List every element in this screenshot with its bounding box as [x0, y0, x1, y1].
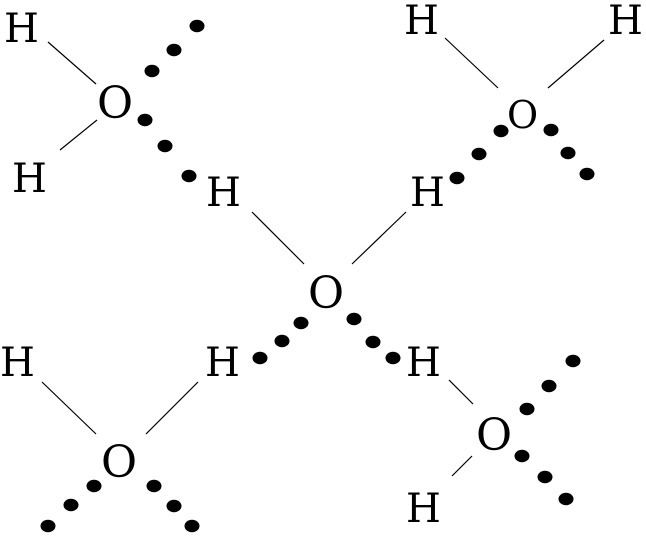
lone-pair-dot	[449, 171, 465, 185]
lone-pair-dot	[541, 379, 557, 393]
lone-pair-bl-left	[40, 479, 102, 533]
lone-pair-tl-lower	[137, 113, 197, 183]
lone-pair-tl-upper	[144, 19, 205, 78]
lone-pair-dot	[40, 519, 56, 533]
atom-o-bottom-left: O	[101, 437, 137, 488]
lone-pair-dot	[274, 334, 290, 348]
bond-center-right	[351, 211, 407, 265]
bond-tl-lower	[59, 119, 98, 151]
atom-h-center-right: H	[410, 170, 445, 216]
bond-tl-upper	[47, 41, 97, 85]
lone-pair-dot	[537, 470, 553, 484]
lone-pair-dot	[565, 354, 581, 368]
lone-pair-br-lower	[514, 449, 574, 506]
molecule-center: H H O	[206, 170, 445, 365]
lone-pair-br-upper	[519, 354, 581, 416]
atom-h-bl-left: H	[0, 340, 35, 386]
lone-pair-dot	[543, 123, 559, 137]
atom-h-bl-right: H	[205, 340, 240, 386]
atom-h-tl-lower: H	[12, 156, 47, 202]
lone-pair-dot	[560, 146, 576, 160]
lone-pair-dot	[86, 479, 102, 493]
bond-center-left	[251, 211, 305, 265]
molecule-bottom-right: H H O	[406, 340, 581, 532]
atom-h-tr-right: H	[608, 0, 643, 44]
atom-h-br-upper: H	[406, 340, 441, 386]
atom-h-tr-left: H	[404, 0, 439, 44]
lone-pair-tr-left	[449, 124, 509, 185]
lone-pair-dot	[252, 351, 268, 365]
lone-pair-dot	[471, 147, 487, 161]
lone-pair-dot	[558, 492, 574, 506]
lone-pair-dot	[144, 64, 160, 78]
lone-pair-dot	[63, 498, 79, 512]
lone-pair-dot	[519, 402, 535, 416]
lone-pair-center-left	[252, 316, 309, 365]
lone-pair-dot	[293, 316, 309, 330]
lone-pair-dot	[157, 139, 173, 153]
bond-br-lower	[451, 455, 473, 477]
lone-pair-dot	[184, 519, 200, 533]
atom-o-top-left: O	[97, 78, 133, 129]
lone-pair-dot	[493, 124, 509, 138]
lone-pair-dot	[385, 351, 401, 365]
bond-tr-left	[444, 37, 499, 89]
lone-pair-dot	[365, 335, 381, 349]
atom-h-br-lower: H	[406, 486, 441, 532]
lone-pair-center-right	[346, 312, 401, 365]
molecule-bottom-left: H H O	[0, 340, 240, 533]
lone-pair-dot	[181, 169, 197, 183]
lone-pair-dot	[346, 312, 362, 326]
lone-pair-tr-right	[543, 123, 595, 181]
atom-h-center-left: H	[206, 170, 241, 216]
lone-pair-bl-right	[146, 479, 200, 533]
lone-pair-dot	[514, 449, 530, 463]
lone-pair-dot	[579, 167, 595, 181]
bond-bl-right	[145, 381, 199, 435]
atom-o-center: O	[308, 268, 344, 319]
lone-pair-dot	[137, 113, 153, 127]
atom-o-top-right: O	[507, 93, 538, 137]
atom-h-tl-upper: H	[4, 6, 39, 52]
atom-o-bottom-right: O	[476, 410, 512, 461]
bond-tr-right	[547, 39, 605, 89]
bond-bl-left	[41, 381, 97, 435]
lone-pair-dot	[166, 43, 182, 57]
molecule-top-left: H H O	[4, 6, 205, 202]
lone-pair-dot	[189, 19, 205, 33]
lone-pair-dot	[166, 499, 182, 513]
lone-pair-dot	[146, 479, 162, 493]
bond-br-upper	[448, 379, 474, 405]
molecule-top-right: H H O	[404, 0, 643, 185]
